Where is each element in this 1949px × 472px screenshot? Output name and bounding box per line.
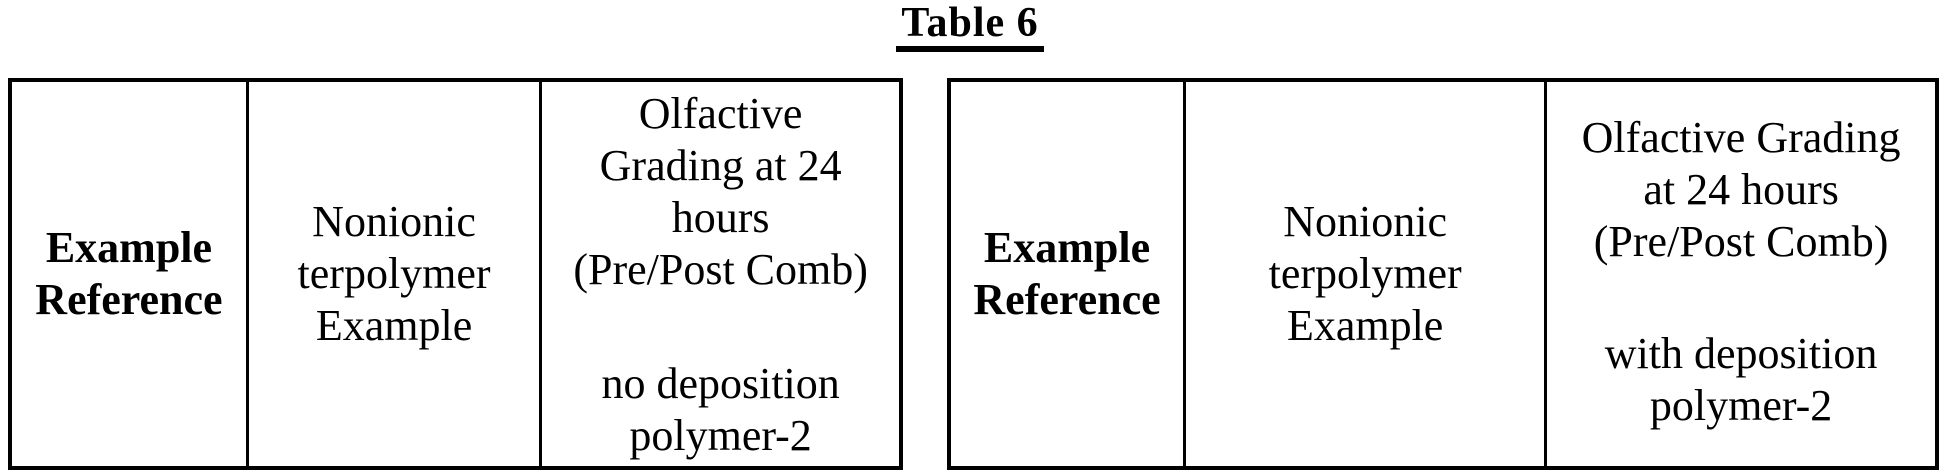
table-no-deposition: Example Reference Nonionic terpolymer Ex…	[8, 78, 903, 470]
deposition-variant-label: no deposition polymer-2	[601, 358, 840, 460]
header-cell-example-reference: Example Reference	[35, 223, 223, 324]
header-cell-example-reference: Example Reference	[973, 223, 1161, 324]
header-cell-olfactive-grading: Olfactive Grading at 24 hours (Pre/Post …	[1544, 82, 1935, 466]
deposition-variant-label: with deposition polymer-2	[1604, 328, 1878, 430]
header-cell-olfactive-grading: Olfactive Grading at 24 hours (Pre/Post …	[539, 82, 899, 466]
olfactive-grading-label: Olfactive Grading at 24 hours (Pre/Post …	[573, 89, 868, 294]
olfactive-grading-label: Olfactive Grading at 24 hours (Pre/Post …	[1581, 113, 1901, 266]
header-cell-nonionic-terpolymer: Nonionic terpolymer Example	[1183, 82, 1544, 466]
table-title-wrap: Table 6	[0, 2, 1940, 52]
table-with-deposition: Example Reference Nonionic terpolymer Ex…	[947, 78, 1939, 470]
header-cell-nonionic-terpolymer: Nonionic terpolymer Example	[245, 82, 539, 466]
table-title: Table 6	[896, 2, 1044, 52]
